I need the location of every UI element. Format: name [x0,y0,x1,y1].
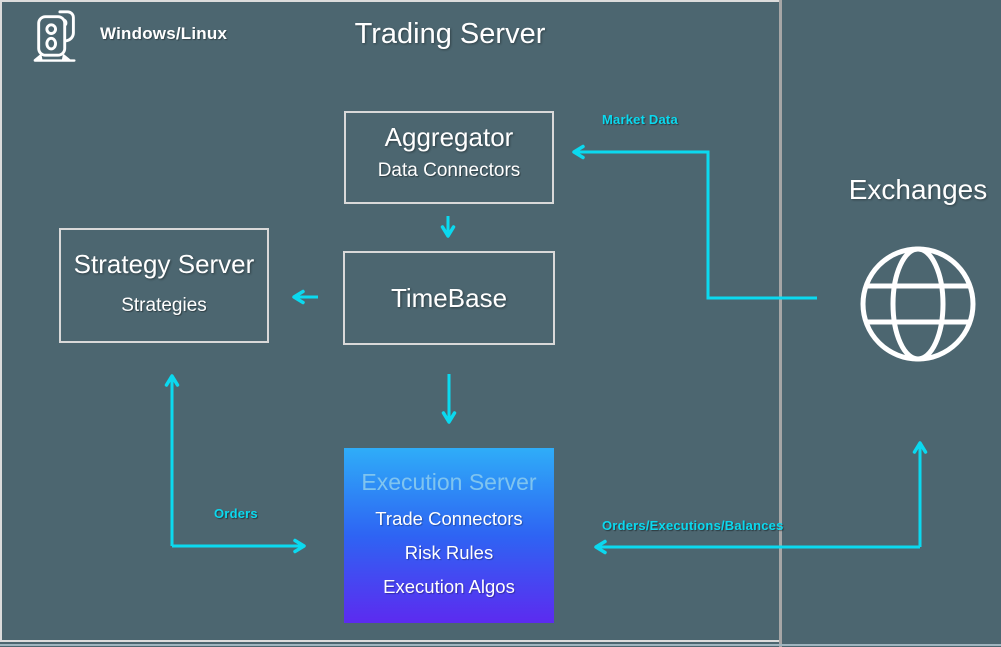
aggregator-node: Aggregator Data Connectors [344,111,554,204]
execution-server-item: Trade Connectors [375,508,523,529]
strategy-server-subtitle: Strategies [121,295,207,316]
page-title: Trading Server [354,18,546,50]
execution-server-item: Execution Algos [383,576,515,597]
orders-executions-balances-label: Orders/Executions/Balances [602,518,784,533]
windows-linux-os-icon [33,10,76,62]
strategy-server-title: Strategy Server [73,249,255,279]
market-data-label: Market Data [602,112,678,127]
platform-badge: Windows/Linux [30,6,227,62]
execution-server-title: Execution Server [361,469,537,495]
execution-server-item: Risk Rules [404,542,494,563]
timebase-title: TimeBase [390,282,508,313]
execution-server-node: Execution Server Trade Connectors Risk R… [344,448,554,623]
bottom-edge-line [0,644,1001,646]
platform-label: Windows/Linux [100,24,228,43]
timebase-node: TimeBase [343,251,555,345]
globe-icon [860,246,976,362]
orders-label: Orders [214,506,258,521]
aggregator-title: Aggregator [384,122,514,152]
strategy-server-node: Strategy Server Strategies [59,228,269,343]
trading-server-region [0,0,780,642]
region-divider-line [779,0,782,647]
exchanges-title: Exchanges [848,174,988,205]
aggregator-subtitle: Data Connectors [377,160,521,181]
